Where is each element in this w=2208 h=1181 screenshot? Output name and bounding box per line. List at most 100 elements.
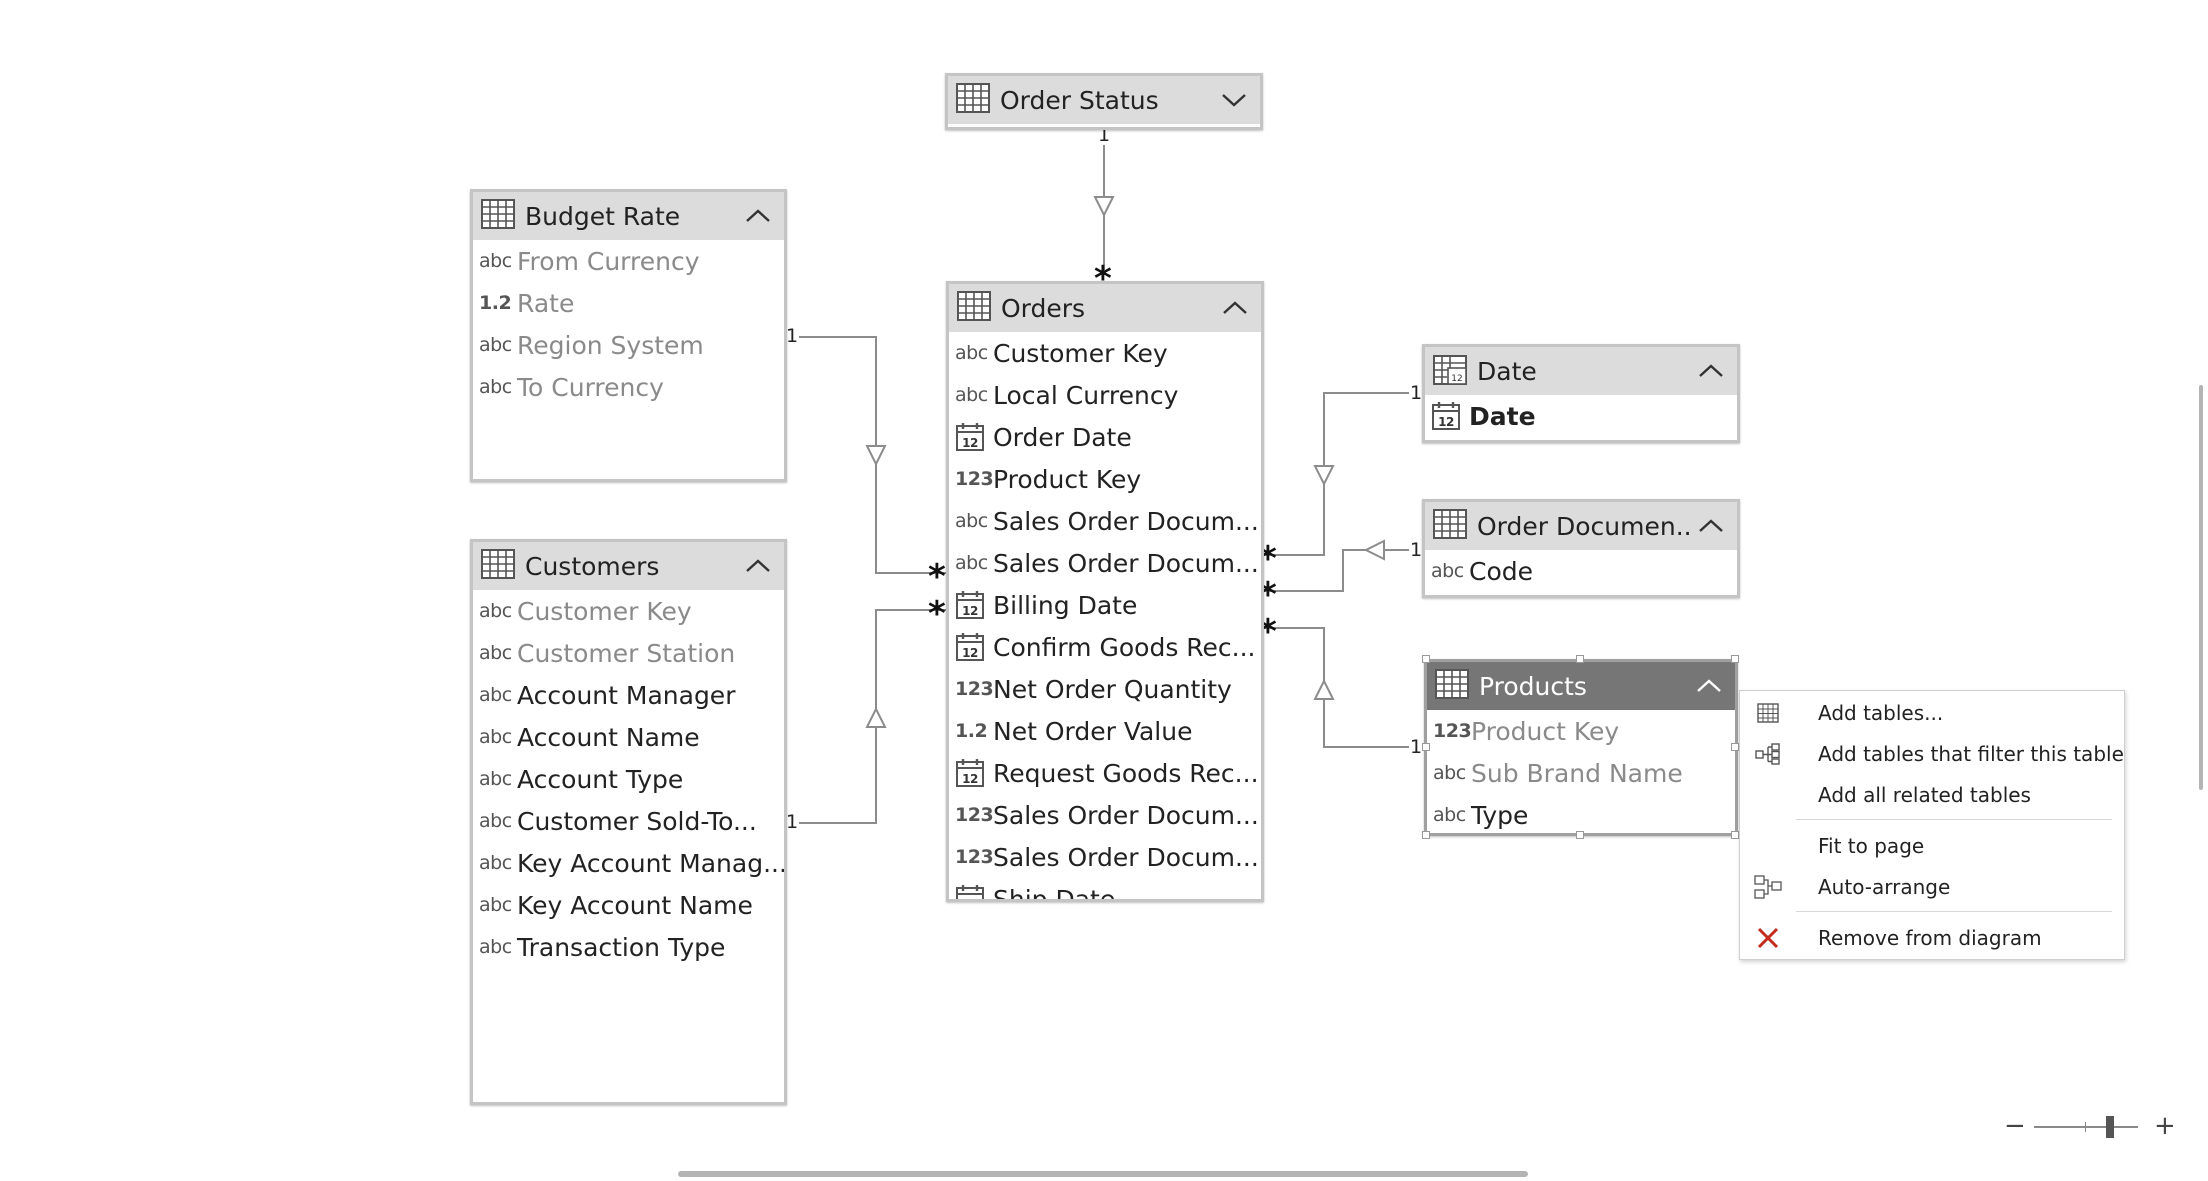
menu-item-label: Add tables that filter this table (1818, 742, 2124, 766)
menu-item-remove-from-diagram[interactable]: Remove from diagram (1740, 918, 2124, 958)
table-icon (481, 199, 515, 233)
field-row[interactable]: 12 Date (1425, 395, 1737, 437)
chevron-up-icon[interactable] (1693, 356, 1729, 386)
table-header[interactable]: Order Status (948, 76, 1260, 124)
horizontal-scrollbar[interactable] (678, 1171, 1528, 1177)
table-title: Customers (525, 551, 660, 581)
chevron-up-icon[interactable] (740, 551, 776, 581)
zoom-slider-thumb[interactable] (2105, 1116, 2114, 1138)
field-name: Confirm Goods Rec... (993, 632, 1256, 662)
date-table-icon: 12 (1433, 353, 1467, 389)
table-header[interactable]: Customers (473, 542, 784, 590)
field-name: Account Manager (517, 680, 736, 710)
zoom-in-button[interactable]: + (2154, 1111, 2176, 1141)
menu-item-add-related-tables[interactable]: Add all related tables (1740, 775, 2124, 815)
field-name: Account Name (517, 722, 700, 752)
field-name: Billing Date (993, 590, 1138, 620)
resize-handle[interactable] (1731, 831, 1739, 839)
table-header[interactable]: Order Documen... (1425, 502, 1737, 550)
table-title: Order Documen... (1477, 511, 1693, 541)
menu-item-fit-to-page[interactable]: Fit to page (1740, 826, 2124, 866)
table-header[interactable]: Products (1427, 662, 1735, 710)
text-type-icon: abc (479, 250, 512, 272)
table-header[interactable]: Budget Rate (473, 192, 784, 240)
cardinality-one-label: 1 (785, 325, 800, 347)
table-header[interactable]: Orders (949, 284, 1261, 332)
text-type-icon: abc (479, 376, 512, 398)
text-type-icon: abc (955, 342, 988, 364)
menu-item-label: Auto-arrange (1818, 875, 1951, 899)
table-icon (1435, 669, 1469, 703)
resize-handle[interactable] (1422, 655, 1430, 663)
menu-item-add-tables[interactable]: Add tables... (1740, 693, 2124, 733)
chevron-up-icon[interactable] (1693, 511, 1729, 541)
field-name: Date (1469, 401, 1536, 431)
resize-handle[interactable] (1422, 831, 1430, 839)
resize-handle[interactable] (1731, 743, 1739, 751)
rel-budgetrate-orders (790, 336, 946, 574)
chevron-down-icon[interactable] (1216, 85, 1252, 115)
chevron-up-icon[interactable] (740, 201, 776, 231)
zoom-control: − + (2004, 1111, 2176, 1142)
vertical-scrollbar[interactable] (2199, 385, 2203, 790)
field-name: Region System (517, 330, 704, 360)
chevron-up-icon[interactable] (1217, 293, 1253, 323)
table-header[interactable]: 12 Date (1425, 347, 1737, 395)
svg-text:12: 12 (1438, 415, 1454, 429)
table-icon (957, 291, 991, 325)
text-type-icon: abc (1433, 762, 1466, 784)
resize-handle[interactable] (1731, 655, 1739, 663)
menu-item-auto-arrange[interactable]: Auto-arrange (1740, 867, 2124, 907)
table-card-order-status[interactable]: Order Status (945, 73, 1263, 130)
table-title: Products (1479, 671, 1587, 701)
field-row[interactable]: 12Ship Date (949, 878, 1261, 899)
field-name: Key Account Manag... (517, 848, 784, 878)
resize-handle[interactable] (1576, 655, 1584, 663)
menu-item-add-filter-tables[interactable]: Add tables that filter this table (1740, 734, 2124, 774)
chevron-up-icon[interactable] (1691, 671, 1727, 701)
resize-handle[interactable] (1422, 743, 1430, 751)
resize-handle[interactable] (1576, 831, 1584, 839)
zoom-out-button[interactable]: − (2004, 1111, 2026, 1141)
zoom-slider-track[interactable] (2034, 1126, 2138, 1128)
